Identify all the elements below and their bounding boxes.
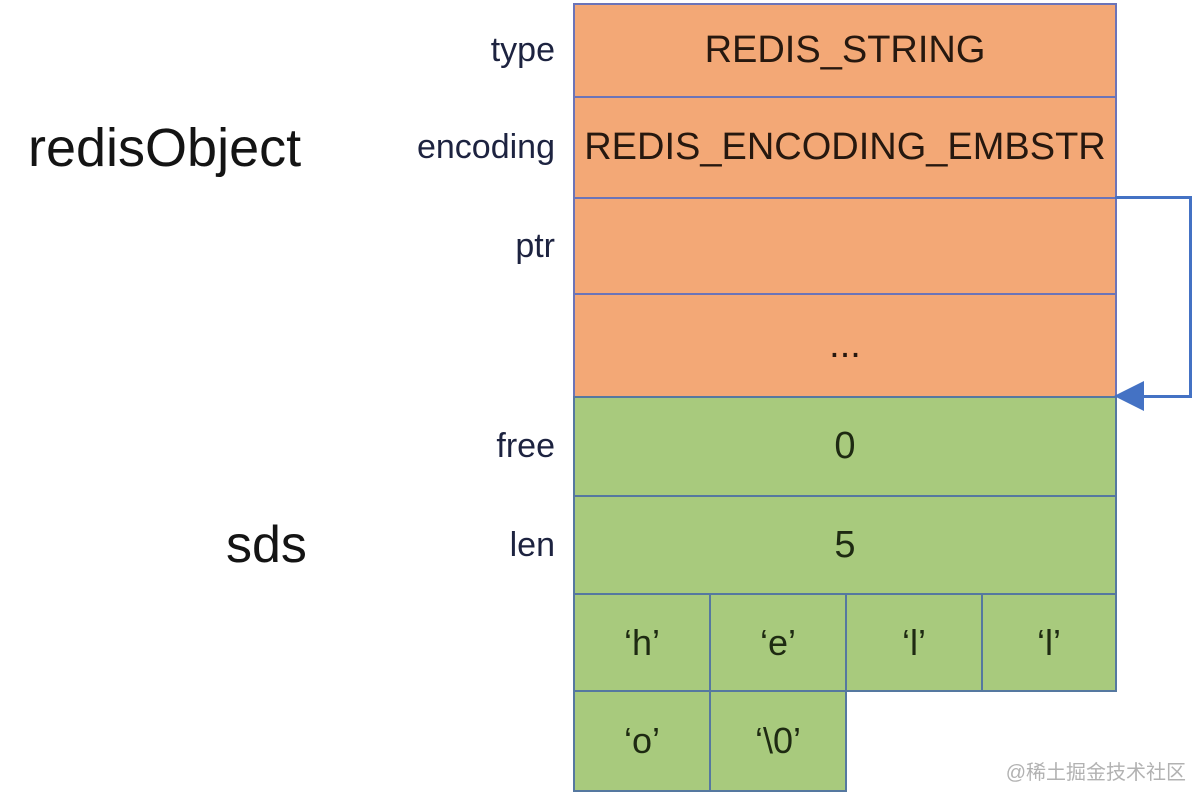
- char-cell-null: ‘\0’: [709, 690, 847, 792]
- char-cell-h: ‘h’: [573, 593, 711, 692]
- value-ellipsis: ...: [829, 324, 861, 366]
- value-type: REDIS_STRING: [704, 29, 986, 71]
- ptr-arrow-bottom-segment: [1140, 395, 1192, 398]
- field-label-free: free: [496, 427, 555, 465]
- value-encoding: REDIS_ENCODING_EMBSTR: [584, 126, 1106, 168]
- row-ellipsis: ...: [573, 293, 1117, 398]
- char-cell-o: ‘o’: [573, 690, 711, 792]
- row-encoding: REDIS_ENCODING_EMBSTR: [573, 96, 1117, 199]
- row-ptr: [573, 197, 1117, 295]
- value-len: 5: [834, 523, 856, 566]
- char-cell-e: ‘e’: [709, 593, 847, 692]
- value-free: 0: [834, 425, 856, 467]
- redis-object-struct-label: redisObject: [28, 117, 302, 178]
- ptr-arrow-vertical-segment: [1189, 196, 1192, 398]
- sds-struct-label: sds: [226, 516, 307, 574]
- ptr-arrowhead-icon: [1114, 381, 1144, 411]
- field-label-encoding: encoding: [416, 128, 555, 166]
- watermark: @稀土掘金技术社区: [1005, 762, 1186, 784]
- char-cell-l1: ‘l’: [845, 593, 983, 692]
- row-type: REDIS_STRING: [573, 3, 1117, 98]
- row-free: 0: [573, 396, 1117, 497]
- row-len: 5: [573, 495, 1117, 595]
- ptr-arrow-top-segment: [1115, 196, 1192, 199]
- field-label-type: type: [490, 31, 555, 69]
- char-cell-l2: ‘l’: [981, 593, 1117, 692]
- field-label-len: len: [509, 525, 555, 564]
- field-label-ptr: ptr: [515, 226, 555, 265]
